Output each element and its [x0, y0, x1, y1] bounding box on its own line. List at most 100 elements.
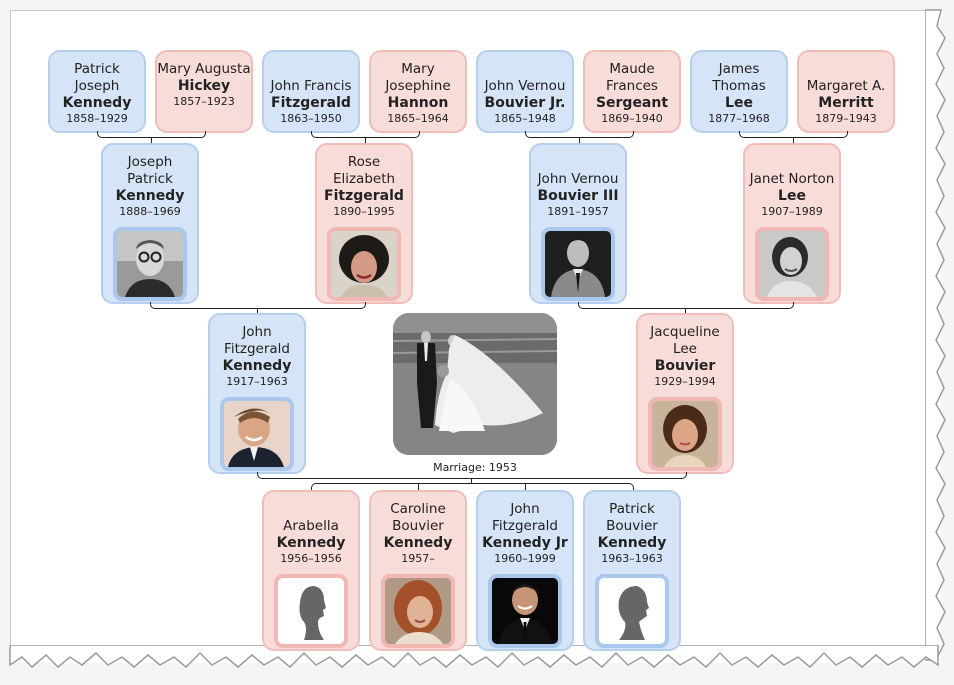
portrait-photo: [755, 227, 829, 301]
life-years: 1907–1989: [761, 205, 823, 218]
surname: Kennedy: [222, 358, 292, 374]
given-name: Rose Elizabeth: [332, 154, 396, 187]
given-name: Joseph Patrick: [127, 154, 173, 187]
person-card-patrick-bouvier-kennedy[interactable]: Patrick Bouvier Kennedy 1963–1963: [583, 490, 681, 651]
surname: Fitzgerald: [271, 95, 351, 111]
portrait-photo: [220, 397, 294, 471]
life-years: 1865–1964: [387, 112, 449, 125]
person-card-patrick-joseph-kennedy[interactable]: Patrick Joseph Kennedy 1858–1929: [48, 50, 146, 133]
given-name: Patrick Joseph: [74, 61, 120, 94]
torn-edge-bottom: [9, 645, 939, 669]
life-years: 1956–1956: [280, 552, 342, 565]
given-name: Janet Norton: [749, 171, 835, 187]
person-card-margaret-a-merritt[interactable]: Margaret A. Merritt 1879–1943: [797, 50, 895, 133]
portrait-photo: [488, 574, 562, 648]
surname: Lee: [778, 188, 806, 204]
life-years: 1917–1963: [226, 375, 288, 388]
surname: Sergeant: [595, 95, 669, 111]
given-name: Arabella: [283, 518, 339, 534]
descent-line: [365, 138, 366, 144]
given-name: Mary Augusta: [157, 61, 251, 77]
portrait-photo: [381, 574, 455, 648]
life-years: 1891–1957: [547, 205, 609, 218]
given-name: Patrick Bouvier: [606, 501, 658, 534]
given-name: Margaret A.: [806, 78, 886, 94]
couple-connector: [739, 131, 848, 138]
life-years: 1888–1969: [119, 205, 181, 218]
surname: Kennedy: [383, 535, 453, 551]
surname: Kennedy: [62, 95, 132, 111]
life-years: 1890–1995: [333, 205, 395, 218]
descent-line: [418, 483, 419, 490]
descent-line: [525, 483, 526, 490]
life-years: 1877–1968: [708, 112, 770, 125]
children-connector: [311, 483, 634, 490]
torn-edge-right: [925, 9, 946, 661]
person-card-john-vernou-bouvier-iii[interactable]: John Vernou Bouvier III 1891–1957: [529, 143, 627, 304]
wedding-photo: [393, 313, 557, 455]
surname: Merritt: [818, 95, 874, 111]
life-years: 1957–: [401, 552, 435, 565]
given-name: Caroline Bouvier: [390, 501, 446, 534]
given-name: John Vernou: [484, 78, 566, 94]
given-name: Jacqueline Lee: [650, 324, 720, 357]
person-card-james-thomas-lee[interactable]: James Thomas Lee 1877–1968: [690, 50, 788, 133]
descent-line: [151, 138, 152, 144]
surname: Lee: [725, 95, 753, 111]
life-years: 1858–1929: [66, 112, 128, 125]
surname: Bouvier: [654, 358, 716, 374]
given-name: James Thomas: [712, 61, 766, 94]
given-name: John Fitzgerald: [224, 324, 290, 357]
life-years: 1963–1963: [601, 552, 663, 565]
couple-connector: [525, 131, 634, 138]
silhouette-male-icon: [595, 574, 669, 648]
life-years: 1865–1948: [494, 112, 556, 125]
person-card-john-francis-fitzgerald[interactable]: John Francis Fitzgerald 1863–1950: [262, 50, 360, 133]
surname: Bouvier Jr.: [484, 95, 566, 111]
person-card-john-fitzgerald-kennedy-jr[interactable]: John Fitzgerald Kennedy Jr 1960–1999: [476, 490, 574, 651]
surname: Kennedy: [597, 535, 667, 551]
given-name: John Francis: [270, 78, 352, 94]
surname: Kennedy Jr: [482, 535, 568, 551]
given-name: John Vernou: [537, 171, 619, 187]
descent-line: [471, 479, 472, 484]
life-years: 1863–1950: [280, 112, 342, 125]
couple-connector: [97, 131, 206, 138]
portrait-photo: [113, 227, 187, 301]
portrait-photo: [327, 227, 401, 301]
person-card-janet-norton-lee[interactable]: Janet Norton Lee 1907–1989: [743, 143, 841, 304]
surname: Hickey: [177, 78, 231, 94]
surname: Kennedy: [276, 535, 346, 551]
silhouette-female-icon: [274, 574, 348, 648]
person-card-john-vernou-bouvier-jr[interactable]: John Vernou Bouvier Jr. 1865–1948: [476, 50, 574, 133]
life-years: 1960–1999: [494, 552, 556, 565]
life-years: 1857–1923: [173, 95, 235, 108]
person-card-caroline-bouvier-kennedy[interactable]: Caroline Bouvier Kennedy 1957–: [369, 490, 467, 651]
person-card-arabella-kennedy[interactable]: Arabella Kennedy 1956–1956: [262, 490, 360, 651]
descent-line: [685, 309, 686, 314]
given-name: Maude Frances: [606, 61, 658, 94]
portrait-photo: [541, 227, 615, 301]
descent-line: [257, 309, 258, 314]
person-card-joseph-patrick-kennedy[interactable]: Joseph Patrick Kennedy 1888–1969: [101, 143, 199, 304]
person-card-mary-josephine-hannon[interactable]: Mary Josephine Hannon 1865–1964: [369, 50, 467, 133]
descent-line: [793, 138, 794, 144]
person-card-mary-augusta-hickey[interactable]: Mary Augusta Hickey 1857–1923: [155, 50, 253, 133]
couple-connector: [311, 131, 420, 138]
person-card-rose-elizabeth-fitzgerald[interactable]: Rose Elizabeth Fitzgerald 1890–1995: [315, 143, 413, 304]
surname: Fitzgerald: [324, 188, 404, 204]
life-years: 1869–1940: [601, 112, 663, 125]
person-card-maude-frances-sergeant[interactable]: Maude Frances Sergeant 1869–1940: [583, 50, 681, 133]
given-name: Mary Josephine: [385, 61, 451, 94]
couple-connector: [578, 302, 794, 309]
couple-connector: [257, 472, 687, 479]
life-years: 1879–1943: [815, 112, 877, 125]
portrait-photo: [648, 397, 722, 471]
surname: Kennedy: [115, 188, 185, 204]
marriage-label: Marriage: 1953: [433, 461, 517, 474]
person-card-john-fitzgerald-kennedy[interactable]: John Fitzgerald Kennedy 1917–1963: [208, 313, 306, 474]
given-name: John Fitzgerald: [492, 501, 558, 534]
couple-connector: [150, 302, 366, 309]
descent-line: [579, 138, 580, 144]
person-card-jacqueline-lee-bouvier[interactable]: Jacqueline Lee Bouvier 1929–1994: [636, 313, 734, 474]
